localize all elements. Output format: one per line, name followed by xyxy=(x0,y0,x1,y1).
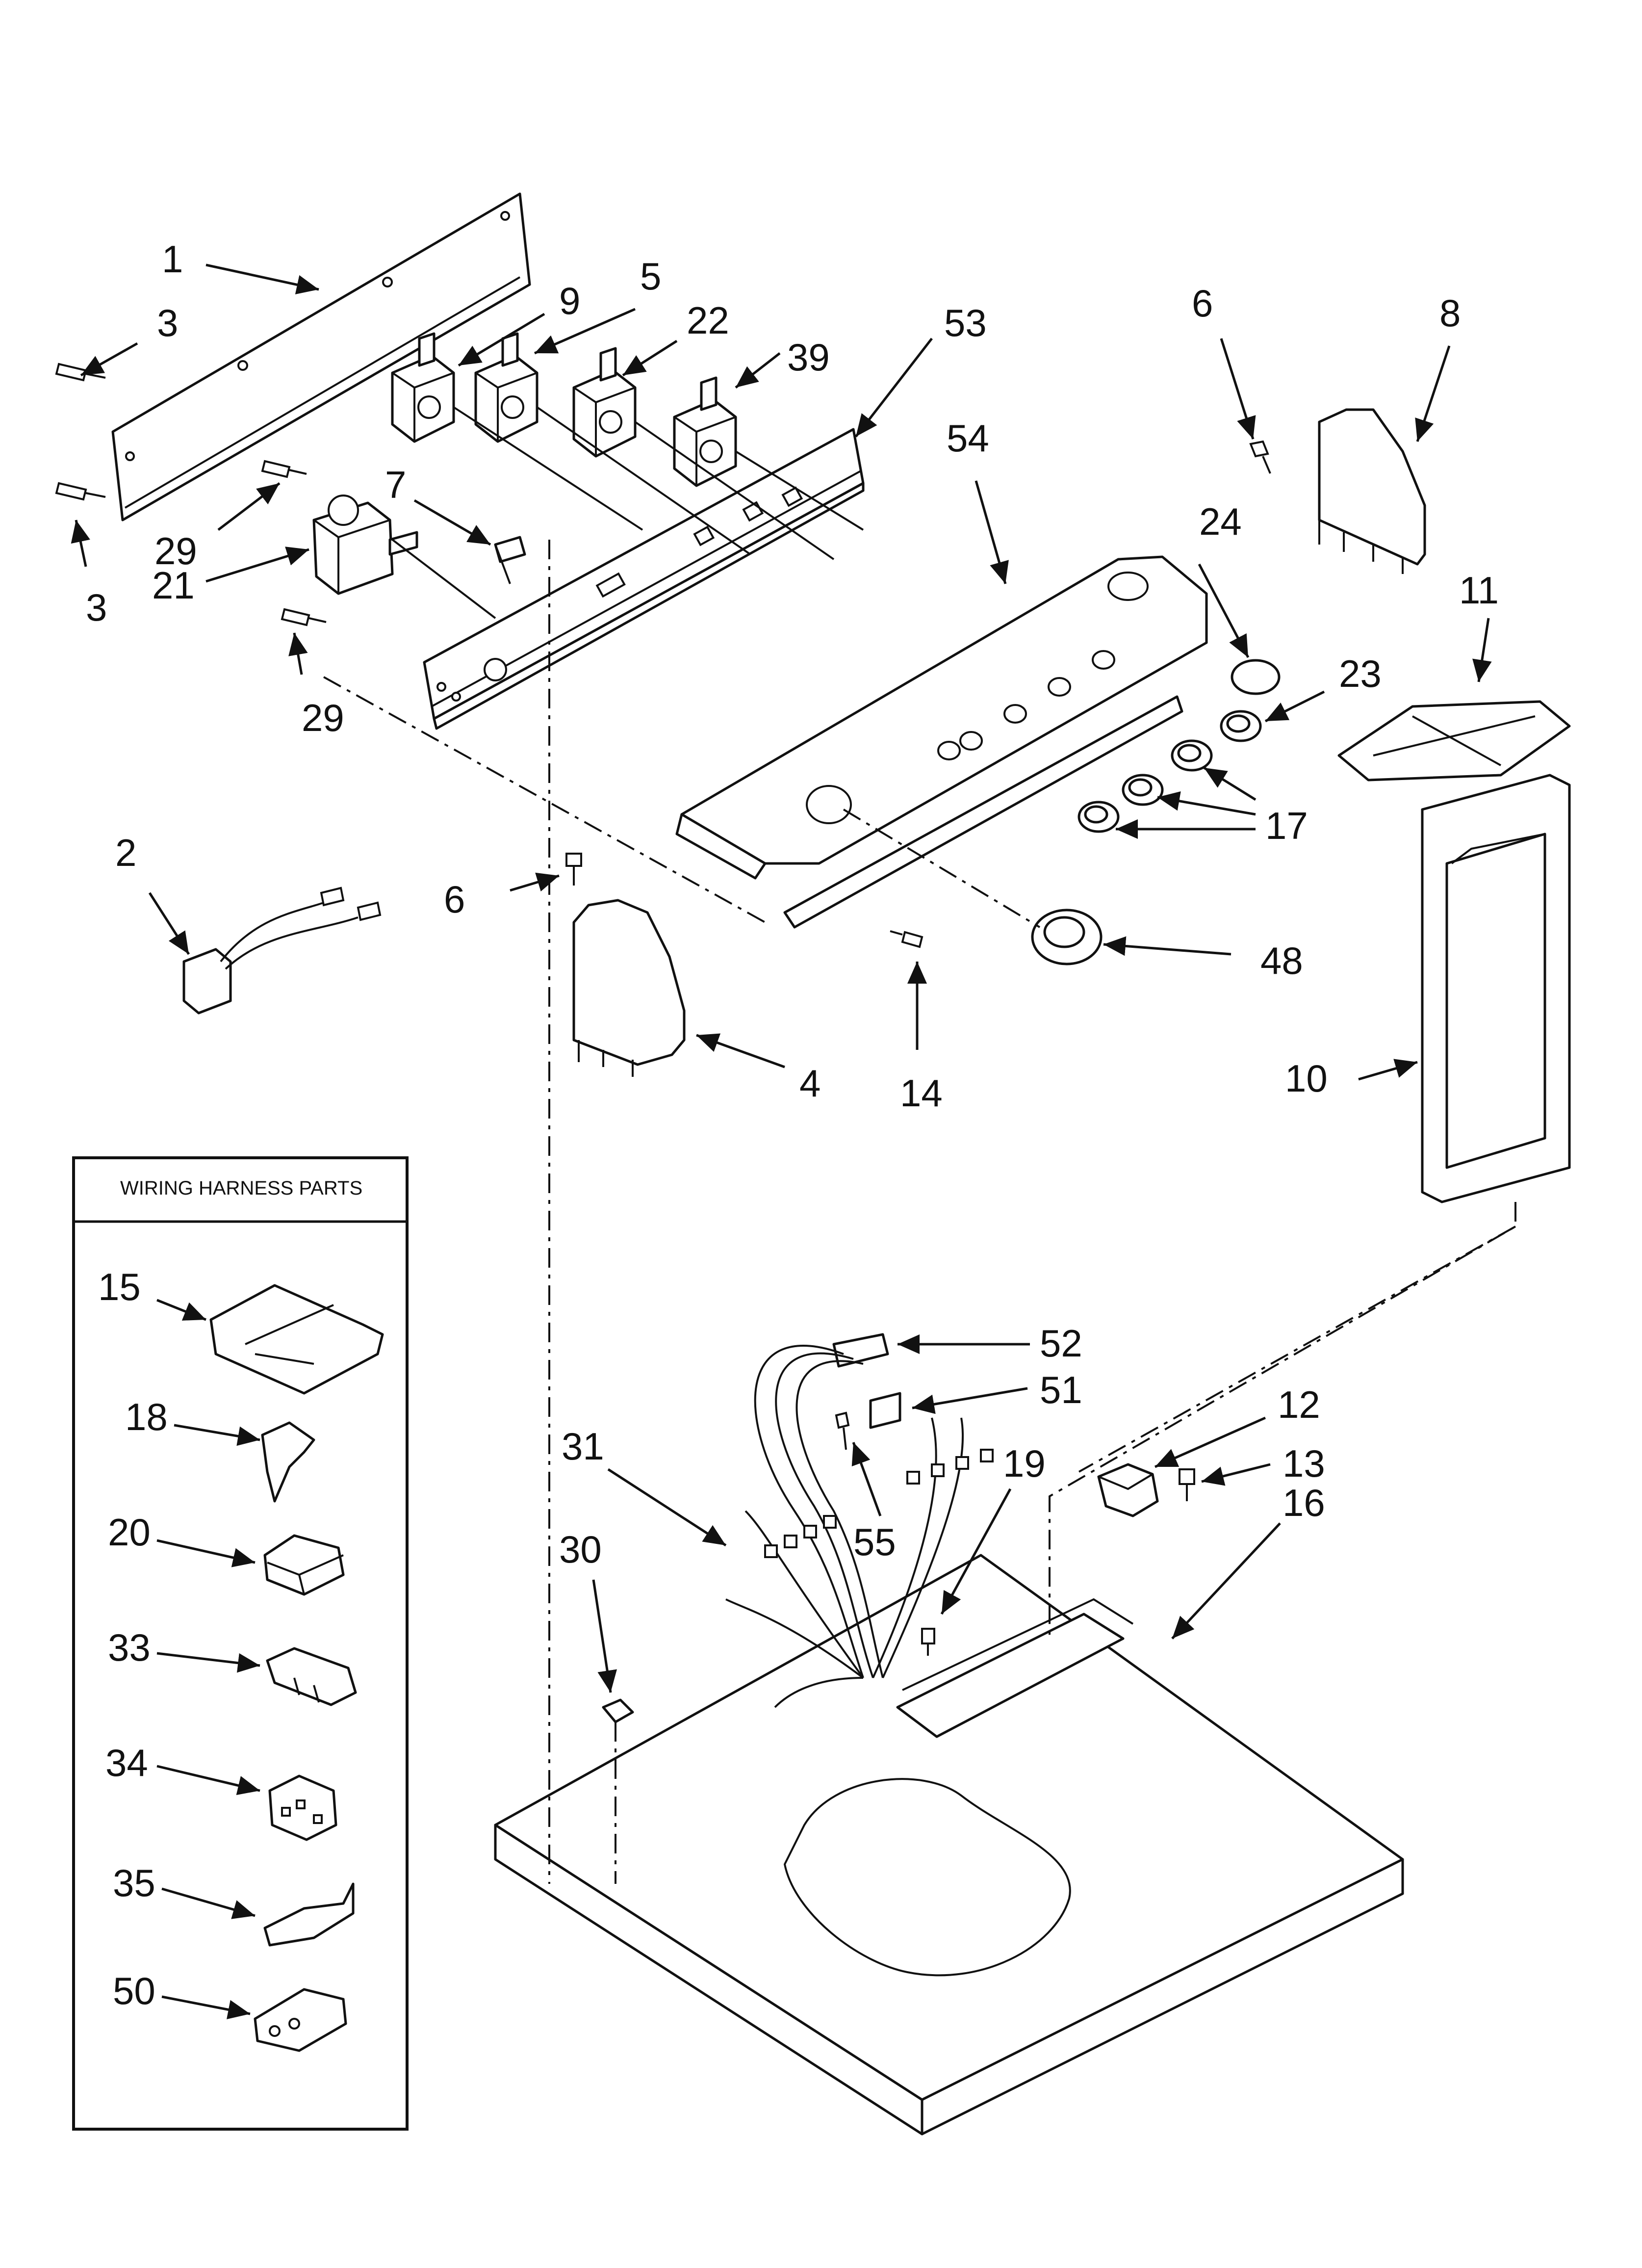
disc-24 xyxy=(1231,659,1281,695)
callout-48: 48 xyxy=(1260,939,1303,982)
guide-line-c xyxy=(1078,1225,1516,1473)
main-wire-harness-31 xyxy=(725,1345,1071,1977)
callout-31: 31 xyxy=(562,1425,604,1468)
callout-4: 4 xyxy=(799,1062,821,1105)
callout-9: 9 xyxy=(559,279,580,322)
legend-item-20: 20 xyxy=(108,1511,151,1554)
callout-3-lower: 3 xyxy=(86,586,107,629)
top-panel-16 xyxy=(494,1554,1404,2136)
lint-screen-10 xyxy=(1421,774,1571,1203)
screw-55 xyxy=(835,1411,850,1450)
legend-title: WIRING HARNESS PARTS xyxy=(120,1177,362,1199)
harness-block-20 xyxy=(263,1534,345,1596)
button-23 xyxy=(1220,710,1262,742)
screw-13 xyxy=(1179,1468,1195,1501)
connector-52 xyxy=(832,1333,889,1368)
wiring-harness-parts-box: WIRING HARNESS PARTS 15 18 20 33 34 xyxy=(72,1156,409,2131)
callout-23: 23 xyxy=(1339,652,1382,695)
endcap-4 xyxy=(572,899,686,1077)
legend-item-33: 33 xyxy=(108,1626,151,1669)
screw-3-lower xyxy=(55,482,106,501)
endcap-8 xyxy=(1318,408,1426,574)
callout-24: 24 xyxy=(1199,500,1242,543)
guide-line-b xyxy=(1049,1202,1516,1639)
rear-console-panel xyxy=(111,192,531,521)
guide-line-e xyxy=(843,808,1041,928)
wire-harness-2 xyxy=(182,886,382,1015)
screw-6-right xyxy=(1249,440,1271,474)
callout-19: 19 xyxy=(1003,1442,1046,1485)
callout-leaders xyxy=(71,263,1492,1693)
callout-11: 11 xyxy=(1459,569,1499,612)
legend-item-34: 34 xyxy=(105,1741,148,1784)
terminal-35 xyxy=(263,1882,355,1947)
screw-19 xyxy=(921,1628,935,1656)
callout-14: 14 xyxy=(900,1071,943,1115)
callout-30: 30 xyxy=(559,1528,602,1571)
screw-6-left xyxy=(565,853,582,886)
callout-29-lower: 29 xyxy=(302,696,344,739)
callout-12: 12 xyxy=(1278,1383,1320,1426)
console-54 xyxy=(675,555,1208,929)
button-17c xyxy=(1078,801,1120,833)
control-bracket-53 xyxy=(423,428,865,730)
legend-item-50: 50 xyxy=(113,1969,155,2012)
callout-29-upper: 29 xyxy=(154,529,197,573)
button-17a xyxy=(1171,739,1213,772)
knob-48 xyxy=(1031,909,1103,965)
harness-connector-33 xyxy=(266,1647,357,1706)
bracket-12 xyxy=(1097,1463,1159,1517)
legend-item-18: 18 xyxy=(125,1395,168,1438)
callout-16: 16 xyxy=(1283,1481,1325,1524)
callout-6-right: 6 xyxy=(1192,282,1213,325)
guide-line-d xyxy=(323,676,766,923)
harness-connector-15 xyxy=(209,1284,384,1395)
button-17b xyxy=(1122,774,1164,806)
callout-10: 10 xyxy=(1285,1057,1328,1100)
lint-screen-cover-11 xyxy=(1337,700,1571,782)
callout-22: 22 xyxy=(687,299,729,342)
callout-1: 1 xyxy=(162,237,183,281)
callout-53: 53 xyxy=(944,301,987,344)
legend-item-15: 15 xyxy=(98,1265,141,1308)
callout-21: 21 xyxy=(152,564,195,607)
callout-3-upper: 3 xyxy=(157,301,178,344)
harness-clip-18 xyxy=(261,1421,315,1503)
switch-5 xyxy=(474,332,539,443)
callout-13: 13 xyxy=(1283,1442,1325,1485)
callout-52: 52 xyxy=(1040,1322,1082,1365)
callout-8: 8 xyxy=(1439,291,1461,335)
callout-39: 39 xyxy=(787,336,830,379)
screw-14 xyxy=(890,930,924,948)
clip-51 xyxy=(869,1392,901,1429)
harness-housing-50 xyxy=(254,1988,347,2052)
callout-17: 17 xyxy=(1265,804,1308,847)
callout-5: 5 xyxy=(640,255,661,298)
callout-51: 51 xyxy=(1040,1368,1082,1411)
timer-21 xyxy=(312,495,418,595)
switch-22 xyxy=(572,347,637,458)
callout-55: 55 xyxy=(853,1520,896,1564)
legend-item-35: 35 xyxy=(113,1861,155,1904)
clip-30 xyxy=(602,1698,634,1723)
callout-54: 54 xyxy=(947,417,989,460)
screw-29-lower xyxy=(281,608,327,626)
switch-9 xyxy=(391,332,455,443)
guide-line-g xyxy=(391,406,864,619)
screw-29-upper xyxy=(261,460,307,478)
switch-39 xyxy=(673,376,737,487)
callout-2: 2 xyxy=(115,831,136,874)
callout-6-left: 6 xyxy=(444,878,465,921)
harness-plug-34 xyxy=(268,1774,337,1841)
callout-7: 7 xyxy=(385,463,406,506)
